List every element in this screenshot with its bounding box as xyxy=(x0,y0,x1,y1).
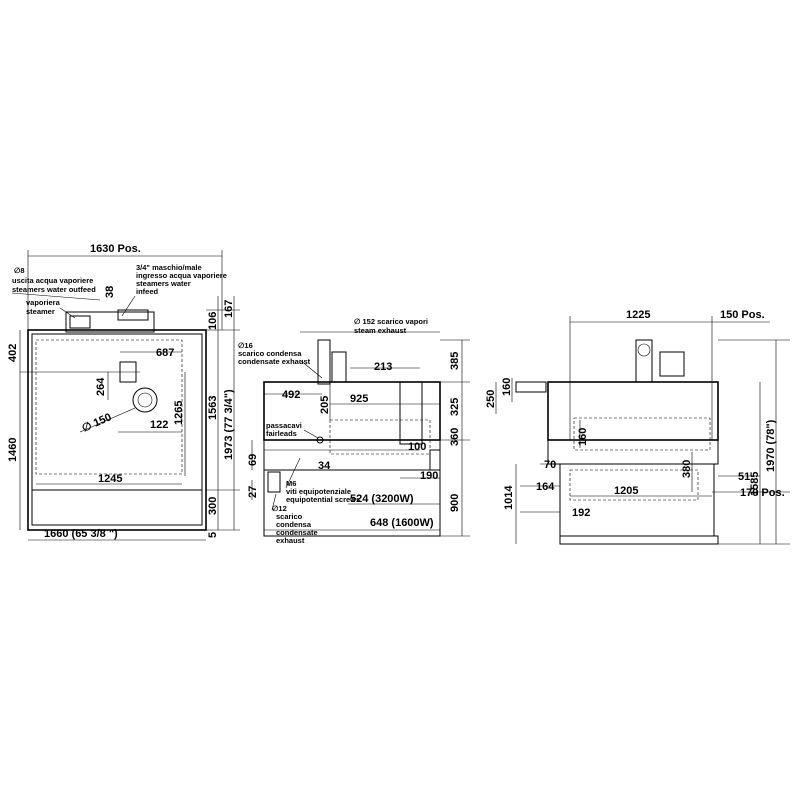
dim-687: 687 xyxy=(156,347,174,359)
m6-label-1: M6 xyxy=(286,479,296,488)
dim-250: 250 xyxy=(485,390,497,408)
dim-51: 51 xyxy=(738,471,750,483)
dim-27: 27 xyxy=(247,486,259,498)
dim-1265: 1265 xyxy=(173,401,185,425)
dim-150pos: 150 Pos. xyxy=(720,309,765,321)
m6-label-2: viti equipotenziale xyxy=(286,487,351,496)
front-width-total: 1660 (65 3/8 ") xyxy=(44,528,118,540)
fairleads-it: passacavi xyxy=(266,421,302,430)
m6-label-3: equipotential screws xyxy=(286,495,360,504)
dim-648: 648 (1600W) xyxy=(370,517,434,529)
dim-160b: 160 xyxy=(577,428,589,446)
d12-label-5: exhaust xyxy=(276,536,305,545)
dim-213: 213 xyxy=(374,361,392,373)
water-infeed-2: ingresso acqua vaporiere xyxy=(136,271,227,280)
steamer-en: steamer xyxy=(26,307,55,316)
dim-1205: 1205 xyxy=(614,485,638,497)
water-infeed-3: steamers water xyxy=(136,279,191,288)
exhaust-label-2: steam exhaust xyxy=(354,326,407,335)
dim-492: 492 xyxy=(282,389,300,401)
dim-170pos: 170 Pos. xyxy=(740,487,785,499)
water-outfeed-en: steamers water outfeed xyxy=(12,285,96,294)
dim-122: 122 xyxy=(150,419,168,431)
d12-label-3: condensa xyxy=(276,520,312,529)
exhaust-label-1: ∅ 152 scarico vapori xyxy=(354,317,428,326)
steamer-it: vaporiera xyxy=(26,298,61,307)
dim-160a: 160 xyxy=(501,378,513,396)
fairleads-en: fairleads xyxy=(266,429,297,438)
side-view: ∅ 152 scarico vapori steam exhaust ∅16 s… xyxy=(238,317,470,545)
dim-925: 925 xyxy=(350,393,368,405)
dim-1014: 1014 xyxy=(503,485,515,510)
dim-69: 69 xyxy=(247,454,259,466)
dim-900: 900 xyxy=(449,494,461,512)
water-outfeed-it: uscita acqua vaporiere xyxy=(12,276,93,285)
dim-106: 106 xyxy=(207,312,219,330)
d12-label-1: ∅12 xyxy=(272,504,287,513)
dim-385: 385 xyxy=(449,352,461,370)
d16-label-2: scarico condensa xyxy=(238,349,302,358)
dim-167: 167 xyxy=(223,300,235,318)
d12-label-2: scarico xyxy=(276,512,303,521)
dim-100: 100 xyxy=(408,441,426,453)
front-view: 1630 Pos. ∅8 uscita acqua vaporiere stea… xyxy=(7,243,240,541)
d16-label-3: condensate exhaust xyxy=(238,357,311,366)
dim-1460: 1460 xyxy=(7,438,19,462)
dim-1970: 1970 (78") xyxy=(765,419,777,472)
dim-380: 380 xyxy=(681,460,693,478)
front-width-pos: 1630 Pos. xyxy=(90,243,141,255)
water-infeed-4: infeed xyxy=(136,287,159,296)
right-view: 1225 150 Pos. 250 160 160 70 164 1205 19… xyxy=(485,309,790,545)
dim-300: 300 xyxy=(207,497,219,515)
dim-34: 34 xyxy=(318,460,331,472)
d16-label-1: ∅16 xyxy=(238,341,253,350)
dim-1585: 1585 xyxy=(749,472,761,496)
dim-150: ∅ 150 xyxy=(80,411,113,435)
dim-38: 38 xyxy=(104,286,116,298)
dim-164: 164 xyxy=(536,481,555,493)
dim-5: 5 xyxy=(207,532,219,538)
water-infeed-1: 3/4" maschio/male xyxy=(136,263,202,272)
dim-264: 264 xyxy=(95,377,107,396)
dim-190: 190 xyxy=(420,470,438,482)
dim-205: 205 xyxy=(319,396,331,414)
dim-1225: 1225 xyxy=(626,309,650,321)
dim-1973: 1973 (77 3/4") xyxy=(223,389,235,460)
d12-label-4: condensate xyxy=(276,528,318,537)
dim-1563: 1563 xyxy=(207,396,219,420)
dim-524: 524 (3200W) xyxy=(350,493,414,505)
dim-360: 360 xyxy=(449,428,461,446)
dim-1245: 1245 xyxy=(98,473,122,485)
d8-label: ∅8 xyxy=(14,266,25,275)
dim-192: 192 xyxy=(572,507,590,519)
dim-70: 70 xyxy=(544,459,556,471)
dim-325: 325 xyxy=(449,398,461,416)
dim-402: 402 xyxy=(7,344,19,362)
